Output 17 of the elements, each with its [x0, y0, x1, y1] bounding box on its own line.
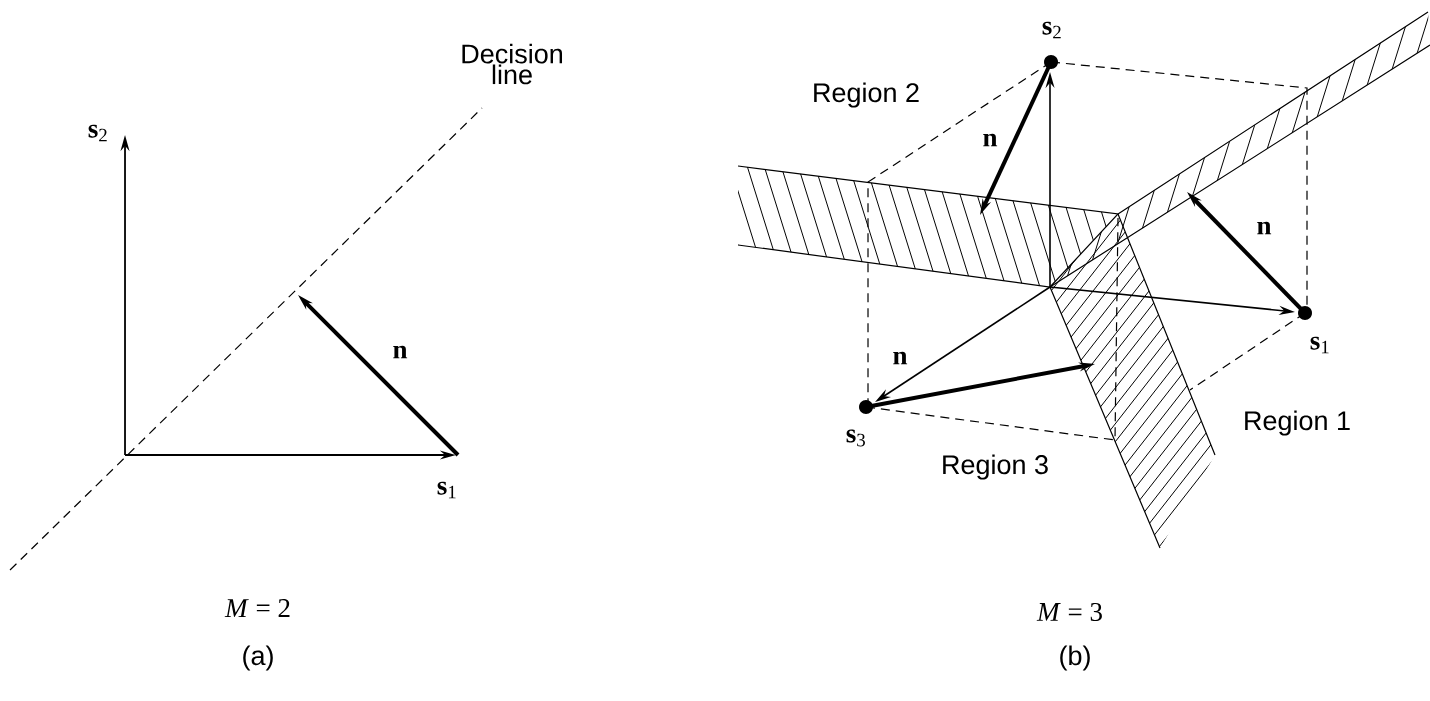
axis-label: s$_{2}$: [88, 124, 107, 142]
line-label: Decision line: [462, 43, 562, 85]
vector-label: n: [893, 351, 908, 365]
axis-label: s$_{1}$: [437, 481, 456, 499]
panel-label: (a): [243, 645, 273, 671]
panel-caption: M = 3: [1036, 602, 1102, 622]
point-label: s$_{1}$: [1310, 336, 1329, 354]
point-label: s$_{2}$: [1042, 21, 1061, 39]
panel-label: (b): [1060, 645, 1090, 671]
panel-caption: M = 2: [224, 599, 290, 617]
vector-label: n: [393, 345, 408, 359]
vector-label: n: [983, 133, 998, 147]
region-label: Region 1: [1245, 410, 1350, 436]
point-label: s$_{3}$: [846, 429, 865, 447]
region-label: Region 2: [814, 82, 919, 108]
vector-label: n: [1257, 221, 1272, 235]
region-label: Region 3: [943, 454, 1048, 480]
